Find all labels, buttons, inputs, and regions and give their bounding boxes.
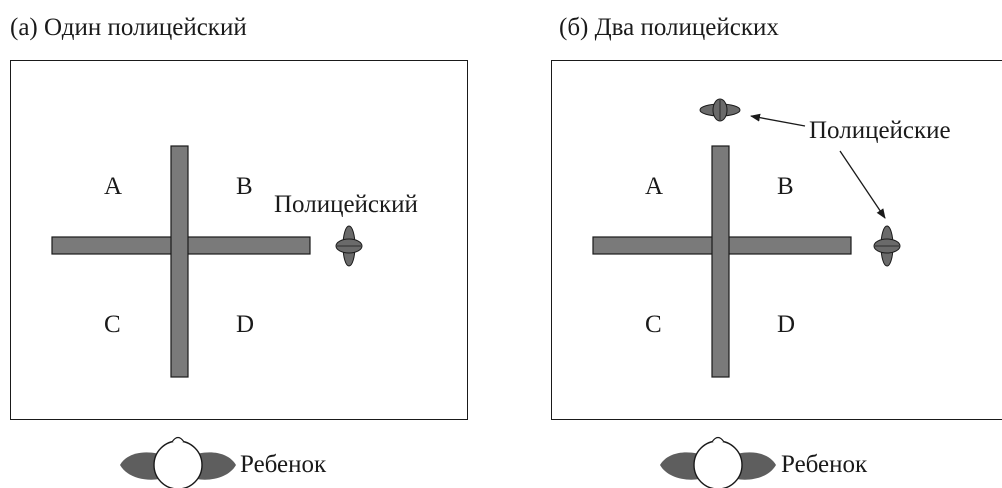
panel-a-caption: (а) Один полицейский: [10, 14, 247, 41]
panel-b-wall-vertical: [711, 145, 730, 378]
panel-b-drawing: [592, 98, 901, 488]
panel-one-police: (а) Один полицейский A B C D Полицейский…: [10, 14, 468, 488]
panel-a-quadrant-c: C: [104, 311, 121, 338]
panel-a-police-label: Полицейский: [274, 191, 418, 218]
panel-b-quadrant-c: C: [645, 311, 662, 338]
panel-b-arrow-to-right-police: [839, 150, 886, 219]
panel-b-arrow-to-top-police: [750, 113, 806, 127]
panel-a-quadrant-d: D: [236, 311, 255, 338]
panel-b-police-top-icon: [699, 98, 741, 122]
panel-a-drawing: [51, 145, 363, 488]
panel-b-quadrant-a: A: [645, 173, 664, 200]
panel-b-police-label: Полицейские: [809, 117, 951, 144]
panel-b-police-right-icon: [873, 225, 901, 267]
panel-b-quadrant-b: B: [777, 173, 794, 200]
panel-b-child-icon: [660, 436, 776, 488]
panel-two-police: (б) Два полицейских: [501, 0, 1002, 488]
panel-b-child-label: Ребенок: [781, 451, 868, 478]
panel-a-police-icon: [335, 225, 363, 267]
panel-a-child-icon: [120, 436, 236, 488]
panel-b-caption: (б) Два полицейских: [559, 14, 779, 41]
panel-a-child-label: Ребенок: [240, 451, 327, 478]
panel-a-quadrant-a: A: [104, 173, 123, 200]
panel-a-wall-vertical: [170, 145, 189, 378]
panel-a-quadrant-b: B: [236, 173, 253, 200]
panel-b-quadrant-d: D: [777, 311, 796, 338]
